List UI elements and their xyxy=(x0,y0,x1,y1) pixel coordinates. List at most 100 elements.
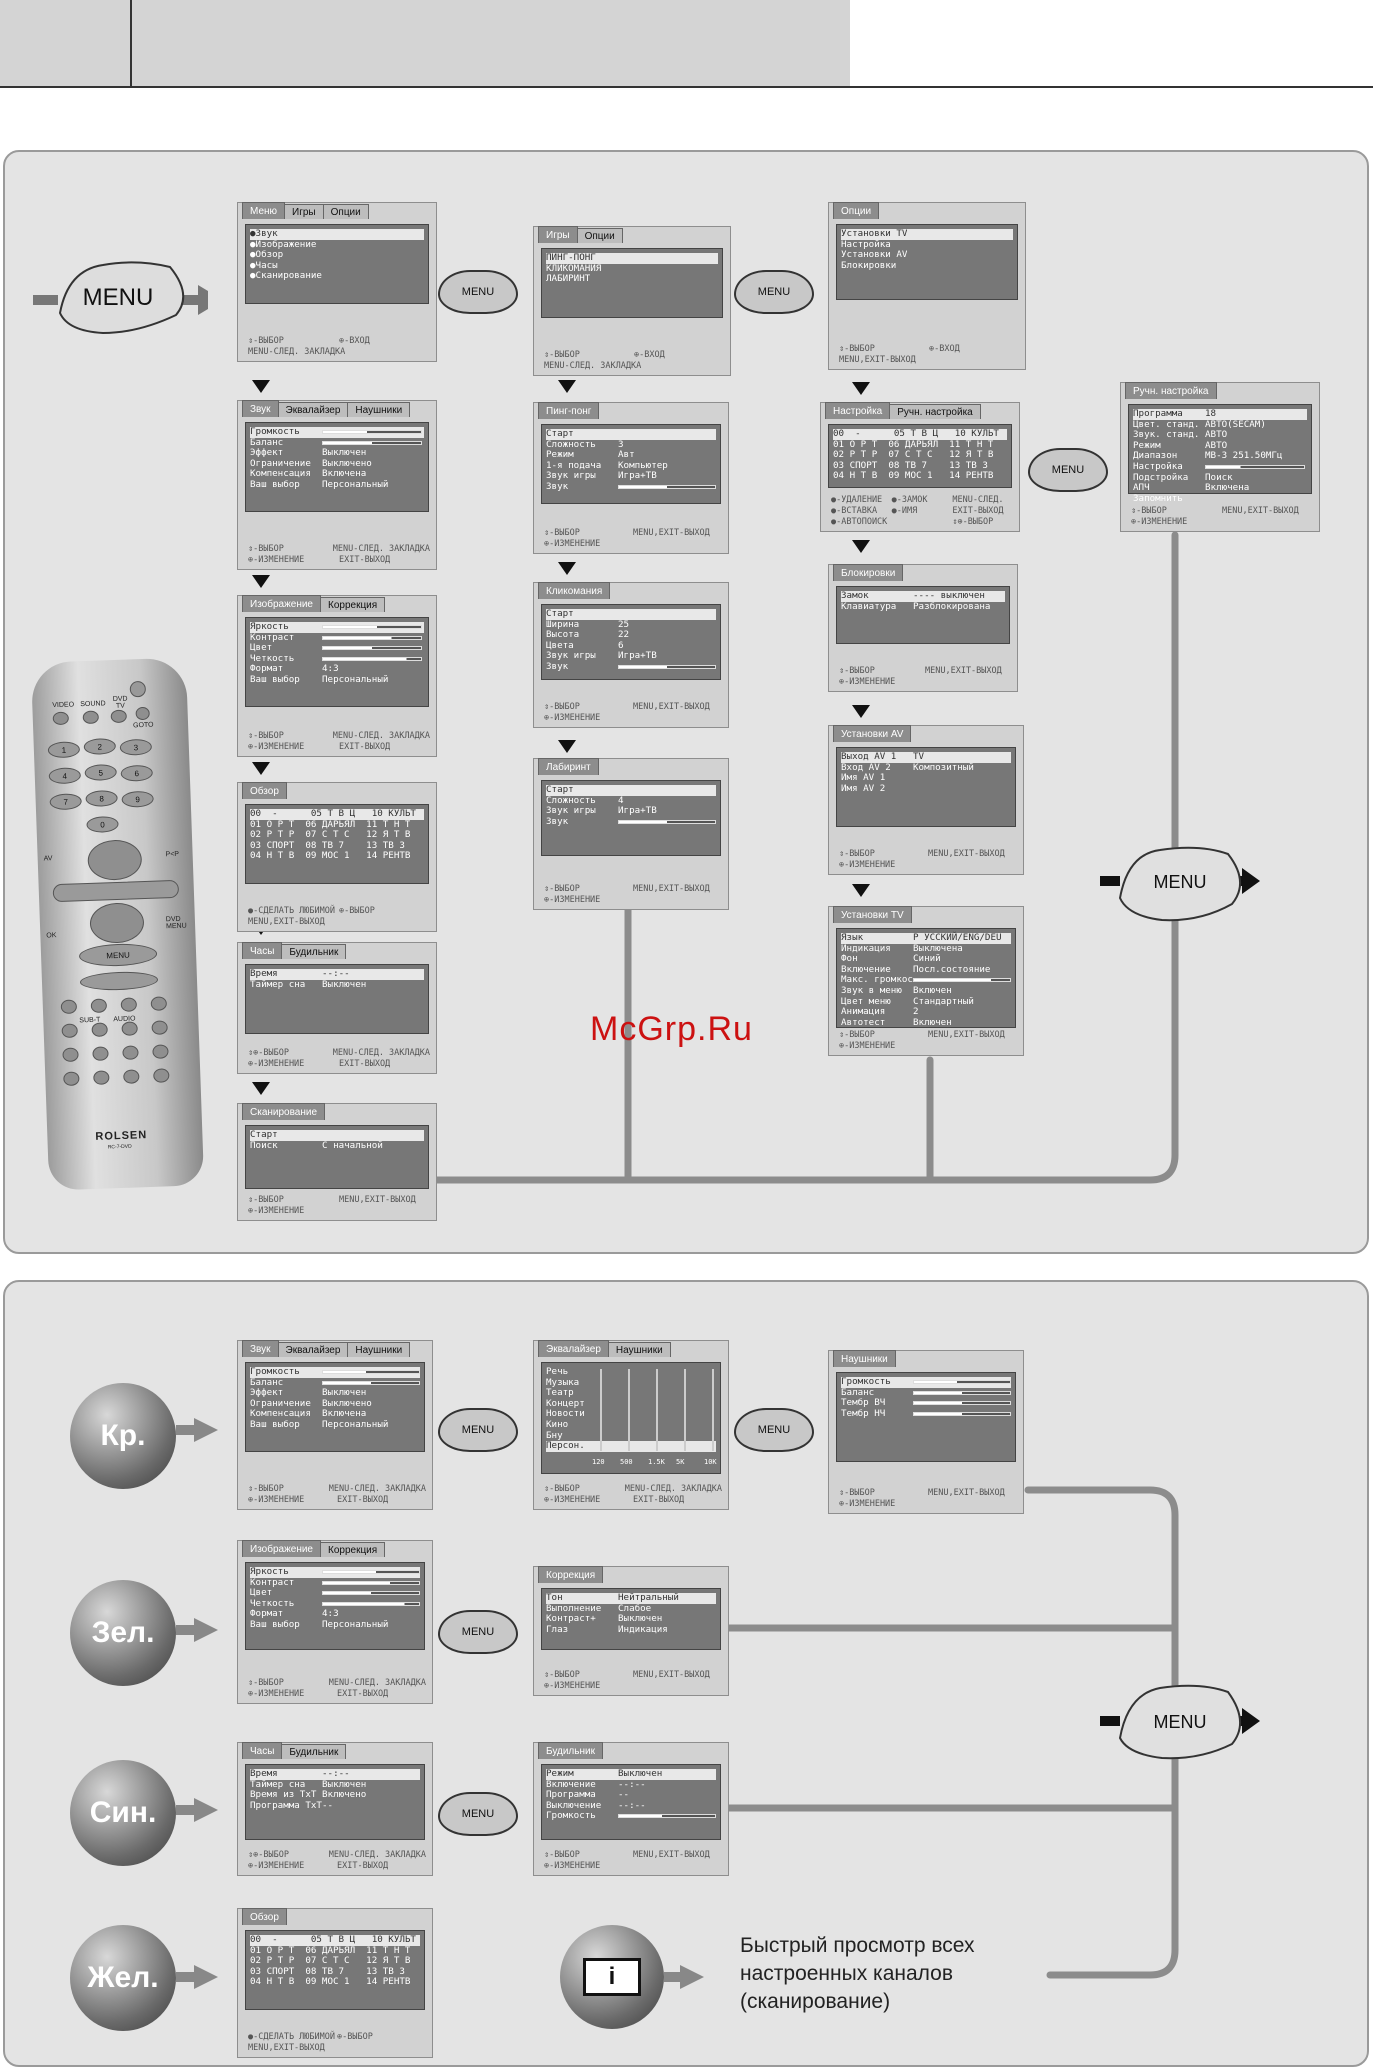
yellow-button-ball[interactable]: Жел. xyxy=(70,1925,176,2031)
setting-row[interactable]: Яркость xyxy=(250,622,424,633)
channel-row[interactable]: 04 Н Т В 09 MOC 1 14 РЕНТВ xyxy=(250,851,424,862)
digit-button-8[interactable]: 8 xyxy=(85,789,118,808)
setting-row[interactable]: Цвет. станд.АВТО(SECAM) xyxy=(1133,419,1307,431)
level-bar[interactable] xyxy=(618,819,716,824)
setting-row[interactable]: Цвет xyxy=(250,643,424,654)
level-bar[interactable] xyxy=(322,440,422,445)
setting-row[interactable]: Время--:-- xyxy=(250,968,424,980)
remote-function-button[interactable] xyxy=(153,1068,170,1083)
setting-row[interactable]: Выключение--:-- xyxy=(546,1800,716,1812)
tab-clock2-0[interactable]: Часы xyxy=(242,1742,283,1759)
setting-row[interactable]: Цвет xyxy=(250,1588,420,1599)
mute-button[interactable] xyxy=(79,970,159,992)
setting-row[interactable]: Имя AV 2 xyxy=(841,784,1011,795)
channel-row[interactable]: 00 - 05 Т В Ц 10 КУЛЬТ xyxy=(833,429,1007,440)
remote-function-button[interactable] xyxy=(123,1069,140,1084)
menu-item[interactable]: Настройка xyxy=(841,240,1013,251)
tab-games-1[interactable]: Опции xyxy=(576,228,623,243)
tab-sound-0[interactable]: Звук xyxy=(242,1340,279,1357)
tab-locks-0[interactable]: Блокировки xyxy=(833,564,904,581)
remote-function-button[interactable] xyxy=(120,997,138,1012)
setting-row[interactable]: Тембр ВЧ xyxy=(841,1398,1011,1409)
level-bar[interactable] xyxy=(322,646,422,651)
setting-row[interactable]: Включение--:-- xyxy=(546,1779,716,1791)
power-icon[interactable] xyxy=(129,680,147,698)
setting-row[interactable]: Звук. станд.АВТО xyxy=(1133,430,1307,441)
channel-up-button[interactable] xyxy=(87,839,143,881)
channel-row[interactable]: 01 О Р Т 06 ДАРЬЯЛ 11 Т Н Т xyxy=(833,440,1007,451)
tab-scan-0[interactable]: Сканирование xyxy=(242,1103,326,1120)
tab-main-2[interactable]: Опции xyxy=(322,204,369,219)
channel-row[interactable]: 00 - 05 Т В Ц 10 КУЛЬТ xyxy=(250,1935,420,1946)
tab-tuning-1[interactable]: Ручн. настройка xyxy=(889,404,981,419)
setting-row[interactable]: Старт xyxy=(250,1130,424,1141)
goto-button[interactable] xyxy=(135,706,150,721)
tab-manual-0[interactable]: Ручн. настройка xyxy=(1125,382,1217,399)
remote-function-button[interactable] xyxy=(93,1070,110,1085)
level-bar[interactable] xyxy=(322,625,422,629)
tab-avset-0[interactable]: Установки AV xyxy=(833,725,912,742)
tab-clock-1[interactable]: Будильник xyxy=(281,944,347,959)
level-bar[interactable] xyxy=(322,430,422,434)
tab-sound-2[interactable]: Наушники xyxy=(347,402,411,417)
eq-preset[interactable]: Речь xyxy=(546,1367,716,1378)
level-bar[interactable] xyxy=(322,1591,420,1596)
tab-review-0[interactable]: Обзор xyxy=(242,782,287,799)
menu-item[interactable]: ПИНГ-ПОНГ xyxy=(546,253,718,264)
digit-button-0[interactable]: 0 xyxy=(86,815,119,834)
tab-sound-1[interactable]: Эквалайзер xyxy=(277,1342,349,1357)
menu-item[interactable]: Установки TV xyxy=(841,229,1013,240)
channel-row[interactable]: 03 СПОРТ 08 ТВ 7 13 ТВ 3 xyxy=(250,841,424,852)
setting-row[interactable]: Контраст xyxy=(250,1578,420,1589)
level-bar[interactable] xyxy=(322,635,422,640)
eq-slider[interactable] xyxy=(712,1369,714,1451)
digit-button-1[interactable]: 1 xyxy=(47,741,81,759)
setting-row[interactable]: Программа-- xyxy=(546,1790,716,1801)
menu-item[interactable]: ● Обзор xyxy=(250,250,424,261)
tab-pingpong-0[interactable]: Пинг-понг xyxy=(538,402,600,419)
tab-sound-2[interactable]: Наушники xyxy=(347,1342,411,1357)
tab-correction-0[interactable]: Коррекция xyxy=(538,1566,604,1583)
video-button[interactable] xyxy=(52,711,70,726)
remote-function-button[interactable] xyxy=(62,1047,79,1062)
level-bar[interactable] xyxy=(322,656,422,661)
tab-picture-1[interactable]: Коррекция xyxy=(320,597,386,612)
setting-row[interactable]: Звук xyxy=(546,482,716,493)
level-bar[interactable] xyxy=(913,1401,1011,1406)
digit-button-2[interactable]: 2 xyxy=(83,737,117,756)
setting-row[interactable]: Громкость xyxy=(841,1377,1011,1388)
setting-row[interactable]: Баланс xyxy=(250,1378,420,1389)
eq-slider[interactable] xyxy=(600,1369,602,1451)
eq-preset[interactable]: Бну xyxy=(546,1431,716,1442)
setting-row[interactable]: Четкость xyxy=(250,654,424,665)
channel-down-button[interactable] xyxy=(89,902,145,944)
level-bar[interactable] xyxy=(913,1411,1011,1416)
level-bar[interactable] xyxy=(618,484,716,489)
